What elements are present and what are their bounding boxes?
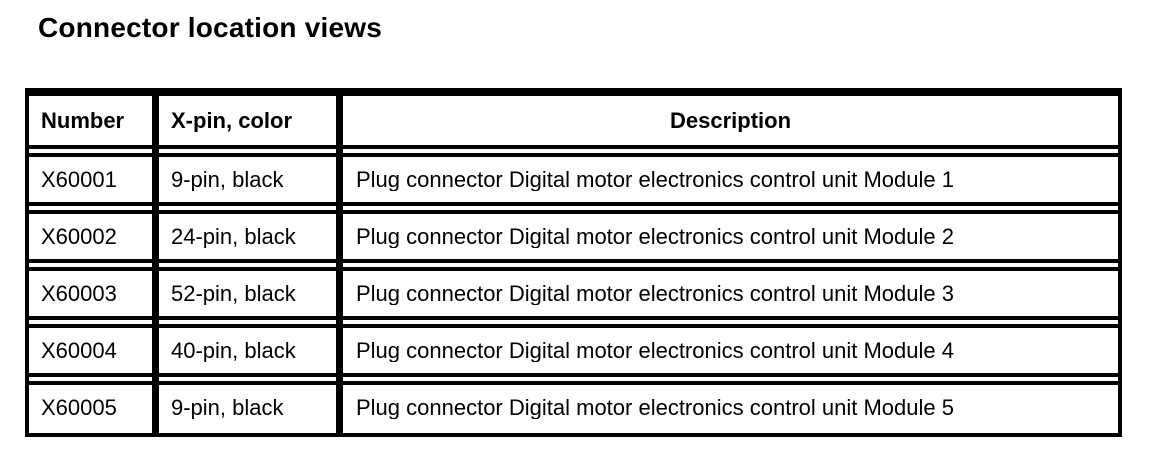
- column-divider-1: [152, 92, 159, 433]
- header-cell-description: Description: [669, 109, 792, 132]
- cell-xpin-color: 40-pin, black: [171, 339, 296, 362]
- connector-table: Number X-pin, color Description X60001 9…: [25, 88, 1122, 437]
- column-divider-2: [336, 92, 343, 433]
- cell-description: Plug connector Digital motor electronics…: [356, 225, 954, 248]
- cell-description: Plug connector Digital motor electronics…: [356, 396, 954, 419]
- cell-description: Plug connector Digital motor electronics…: [356, 168, 954, 191]
- page-title: Connector location views: [38, 12, 382, 43]
- table-row: X60001 9-pin, black Plug connector Digit…: [29, 153, 1118, 206]
- table-header-row: Number X-pin, color Description: [29, 92, 1118, 149]
- table-row: X60003 52-pin, black Plug connector Digi…: [29, 267, 1118, 320]
- cell-number: X60002: [41, 225, 117, 248]
- cell-number: X60004: [41, 339, 117, 362]
- cell-xpin-color: 24-pin, black: [171, 225, 296, 248]
- cell-number: X60003: [41, 282, 117, 305]
- cell-number: X60001: [41, 168, 117, 191]
- table-row: X60002 24-pin, black Plug connector Digi…: [29, 210, 1118, 263]
- cell-description: Plug connector Digital motor electronics…: [356, 282, 954, 305]
- cell-xpin-color: 52-pin, black: [171, 282, 296, 305]
- cell-number: X60005: [41, 396, 117, 419]
- cell-xpin-color: 9-pin, black: [171, 396, 284, 419]
- table-row: X60004 40-pin, black Plug connector Digi…: [29, 324, 1118, 377]
- cell-xpin-color: 9-pin, black: [171, 168, 284, 191]
- table-row: X60005 9-pin, black Plug connector Digit…: [29, 381, 1118, 430]
- header-cell-xpin-color: X-pin, color: [171, 109, 292, 132]
- cell-description: Plug connector Digital motor electronics…: [356, 339, 954, 362]
- header-cell-number: Number: [41, 109, 125, 132]
